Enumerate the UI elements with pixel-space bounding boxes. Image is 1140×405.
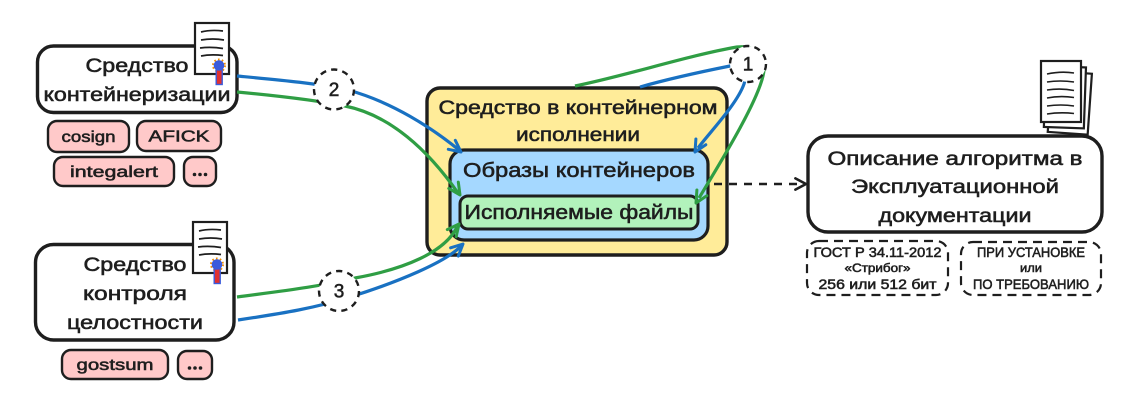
svg-text:ПО ТРЕБОВАНИЮ: ПО ТРЕБОВАНИЮ — [973, 277, 1089, 292]
svg-text:Исполняемые файлы: Исполняемые файлы — [465, 202, 694, 224]
svg-text:Средство: Средство — [86, 56, 189, 77]
svg-text:cosign: cosign — [62, 129, 116, 146]
svg-text:контроля: контроля — [83, 284, 187, 305]
svg-text:Образы контейнеров: Образы контейнеров — [463, 160, 695, 182]
svg-text:3: 3 — [334, 282, 345, 303]
svg-text:integalert: integalert — [70, 164, 159, 181]
svg-text:Средство: Средство — [84, 255, 187, 276]
svg-text:1: 1 — [743, 55, 754, 76]
svg-text:целостности: целостности — [67, 313, 203, 334]
svg-text:AFICK: AFICK — [149, 129, 210, 146]
svg-text:контейнеризации: контейнеризации — [44, 85, 231, 106]
svg-text:документации: документации — [879, 206, 1032, 227]
svg-text:или: или — [1020, 261, 1042, 275]
svg-text:ГОСТ Р 34.11-2012: ГОСТ Р 34.11-2012 — [814, 245, 942, 260]
svg-text:Описание алгоритма в: Описание алгоритма в — [828, 149, 1083, 170]
svg-text:ПРИ УСТАНОВКЕ: ПРИ УСТАНОВКЕ — [977, 245, 1085, 260]
svg-text:256 или 512 бит: 256 или 512 бит — [819, 277, 937, 292]
svg-text:gostsum: gostsum — [77, 357, 154, 374]
svg-text:2: 2 — [329, 80, 340, 101]
svg-text:Эксплуатационной: Эксплуатационной — [851, 177, 1059, 198]
svg-text:исполнении: исполнении — [516, 125, 640, 146]
svg-text:«Стрибог»: «Стрибог» — [845, 261, 911, 275]
svg-text:Средство в контейнерном: Средство в контейнерном — [439, 98, 718, 119]
